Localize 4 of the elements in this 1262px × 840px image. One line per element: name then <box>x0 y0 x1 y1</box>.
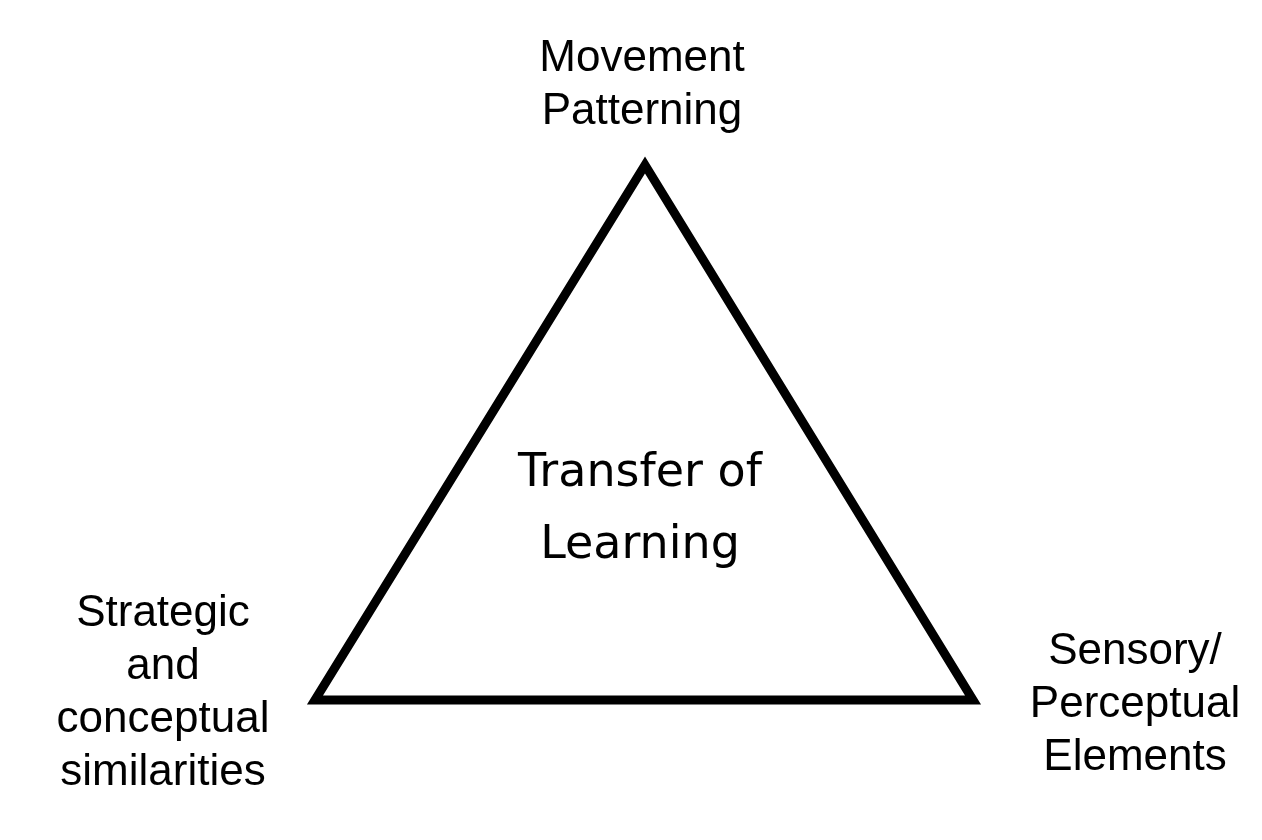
center-label: Transfer of Learning <box>517 442 764 571</box>
vertex-label: Movement Patterning <box>538 30 746 135</box>
vertex-label: Sensory/ Perceptual Elements <box>1028 623 1242 781</box>
vertex-label: Strategic and conceptual similarities <box>55 585 271 796</box>
